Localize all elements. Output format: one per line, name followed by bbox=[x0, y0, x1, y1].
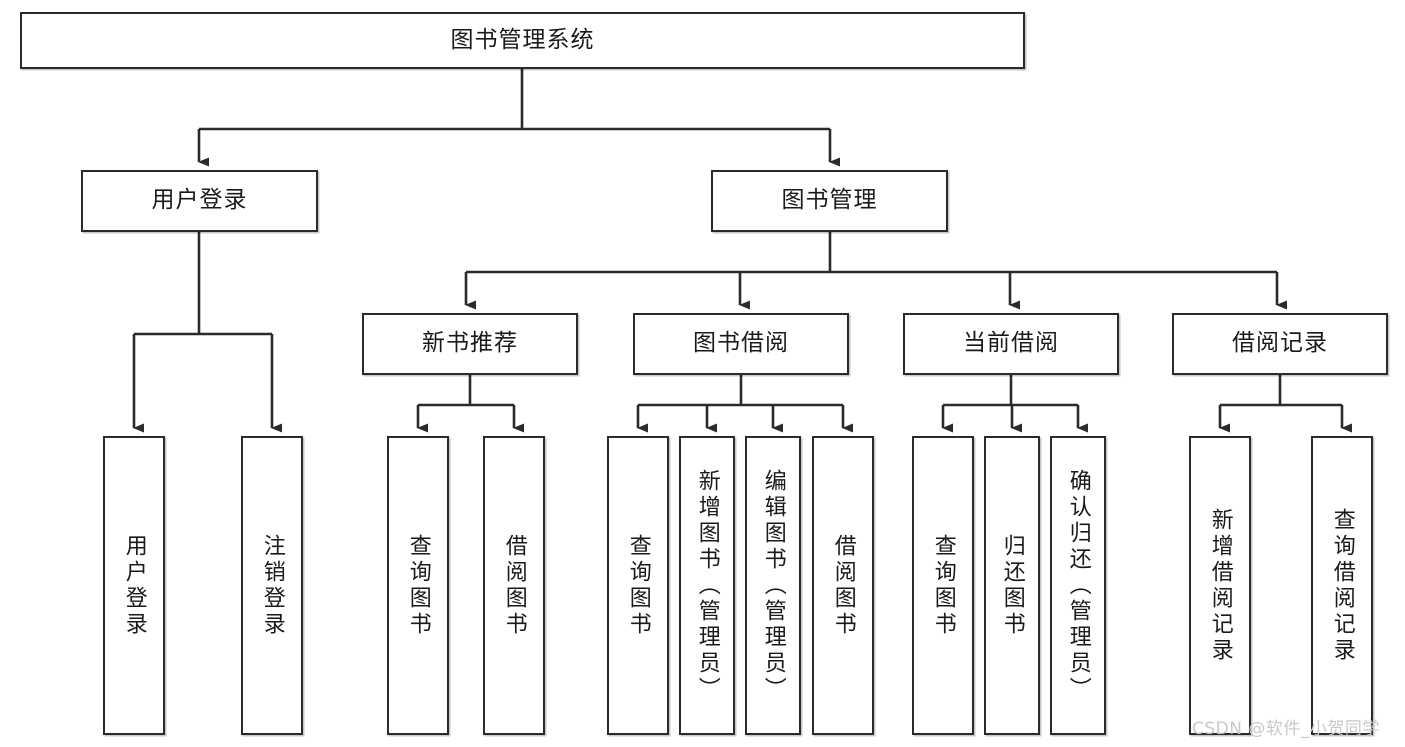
leaf-logout[interactable]: 注销登录 bbox=[241, 436, 303, 735]
leaf-user-login[interactable]: 用户登录 bbox=[103, 436, 165, 735]
node-current-borrow[interactable]: 当前借阅 bbox=[903, 313, 1119, 375]
leaf-logout-label: 注销登录 bbox=[259, 533, 285, 638]
leaf-query-borrow-record-label: 查询借阅记录 bbox=[1329, 507, 1355, 664]
leaf-query-book-1-label: 查询图书 bbox=[405, 533, 431, 638]
leaf-add-book-label: 新增图书（管理员） bbox=[694, 468, 720, 703]
node-book-borrow-label: 图书借阅 bbox=[693, 330, 789, 357]
node-root[interactable]: 图书管理系统 bbox=[20, 12, 1025, 69]
leaf-add-book[interactable]: 新增图书（管理员） bbox=[679, 436, 735, 735]
node-book-management[interactable]: 图书管理 bbox=[711, 170, 948, 232]
leaf-query-book-1[interactable]: 查询图书 bbox=[387, 436, 449, 735]
node-user-login[interactable]: 用户登录 bbox=[81, 170, 318, 232]
leaf-query-borrow-record[interactable]: 查询借阅记录 bbox=[1311, 436, 1373, 735]
leaf-edit-book[interactable]: 编辑图书（管理员） bbox=[745, 436, 801, 735]
leaf-borrow-book-2[interactable]: 借阅图书 bbox=[812, 436, 874, 735]
node-root-label: 图书管理系统 bbox=[450, 26, 595, 53]
leaf-borrow-book-2-label: 借阅图书 bbox=[830, 533, 856, 638]
node-book-borrow[interactable]: 图书借阅 bbox=[633, 313, 849, 375]
leaf-borrow-book-1-label: 借阅图书 bbox=[501, 533, 527, 638]
node-user-login-label: 用户登录 bbox=[151, 187, 248, 214]
node-book-management-label: 图书管理 bbox=[781, 187, 878, 214]
node-current-borrow-label: 当前借阅 bbox=[963, 330, 1059, 357]
node-new-book-recommend[interactable]: 新书推荐 bbox=[362, 313, 578, 375]
leaf-confirm-return-label: 确认归还（管理员） bbox=[1065, 468, 1091, 703]
leaf-user-login-label: 用户登录 bbox=[121, 533, 147, 638]
leaf-return-book[interactable]: 归还图书 bbox=[984, 436, 1040, 735]
leaf-add-borrow-record[interactable]: 新增借阅记录 bbox=[1189, 436, 1251, 735]
node-new-book-recommend-label: 新书推荐 bbox=[422, 330, 518, 357]
leaf-borrow-book-1[interactable]: 借阅图书 bbox=[483, 436, 545, 735]
leaf-edit-book-label: 编辑图书（管理员） bbox=[760, 468, 786, 703]
leaf-add-borrow-record-label: 新增借阅记录 bbox=[1207, 507, 1233, 664]
leaf-query-book-3[interactable]: 查询图书 bbox=[912, 436, 974, 735]
node-borrow-records-label: 借阅记录 bbox=[1232, 330, 1328, 357]
csdn-watermark: CSDN @软件_小贺同学 bbox=[1192, 719, 1380, 739]
leaf-query-book-3-label: 查询图书 bbox=[930, 533, 956, 638]
node-borrow-records[interactable]: 借阅记录 bbox=[1172, 313, 1388, 375]
leaf-confirm-return[interactable]: 确认归还（管理员） bbox=[1050, 436, 1106, 735]
leaf-query-book-2[interactable]: 查询图书 bbox=[607, 436, 669, 735]
leaf-query-book-2-label: 查询图书 bbox=[625, 533, 651, 638]
leaf-return-book-label: 归还图书 bbox=[999, 533, 1025, 638]
